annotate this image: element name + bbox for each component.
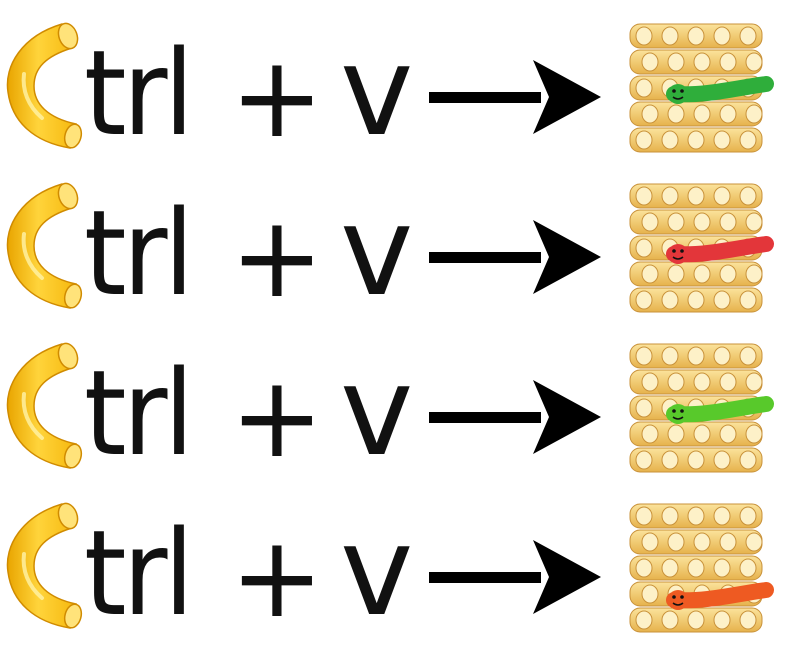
- right-arrow-icon: [425, 374, 605, 460]
- pasta-layer: [629, 421, 763, 447]
- pasta-layer: [629, 555, 763, 581]
- pasta-layer: [629, 343, 763, 369]
- pasta-layer: [629, 49, 763, 75]
- macaroni-c-icon: [4, 14, 84, 152]
- v-key: v: [340, 20, 414, 164]
- ctrl-v-row: trl +v: [0, 168, 788, 326]
- pasta-stack-icon: [616, 490, 776, 640]
- ctrl-word-suffix: trl: [84, 184, 194, 322]
- pasta-stack-icon: [616, 330, 776, 480]
- gummy-worm: [666, 582, 774, 610]
- v-key: v: [340, 340, 414, 484]
- macaroni-c-icon: [4, 174, 84, 312]
- ctrl-v-row: trl +v: [0, 8, 788, 166]
- pasta-layer: [629, 503, 763, 529]
- pasta-layer: [629, 447, 763, 473]
- ctrl-word-suffix: trl: [84, 504, 194, 642]
- gummy-worm: [666, 396, 774, 424]
- pasta-layer: [629, 127, 763, 153]
- pasta-layer: [629, 607, 763, 633]
- ctrl-word-suffix: trl: [84, 24, 194, 162]
- plus-sign: +: [230, 513, 324, 643]
- macaroni-c-icon: [4, 494, 84, 632]
- pasta-layer: [629, 23, 763, 49]
- v-key: v: [340, 180, 414, 324]
- pasta-stack-icon: [616, 170, 776, 320]
- pasta-layer: [629, 101, 763, 127]
- ctrl-v-row: trl +v: [0, 328, 788, 486]
- pasta-layer: [629, 209, 763, 235]
- ctrl-word-suffix: trl: [84, 344, 194, 482]
- pasta-layer: [629, 261, 763, 287]
- gummy-worm: [666, 76, 774, 104]
- right-arrow-icon: [425, 214, 605, 300]
- pasta-layer: [629, 183, 763, 209]
- gummy-worm: [666, 236, 774, 264]
- right-arrow-icon: [425, 54, 605, 140]
- pasta-stack-icon: [616, 10, 776, 160]
- v-key: v: [340, 500, 414, 644]
- pasta-layer: [629, 287, 763, 313]
- ctrl-v-row: trl +v: [0, 488, 788, 646]
- macaroni-c-icon: [4, 334, 84, 472]
- pasta-layer: [629, 529, 763, 555]
- right-arrow-icon: [425, 534, 605, 620]
- plus-sign: +: [230, 193, 324, 323]
- plus-sign: +: [230, 353, 324, 483]
- plus-sign: +: [230, 33, 324, 163]
- pasta-layer: [629, 369, 763, 395]
